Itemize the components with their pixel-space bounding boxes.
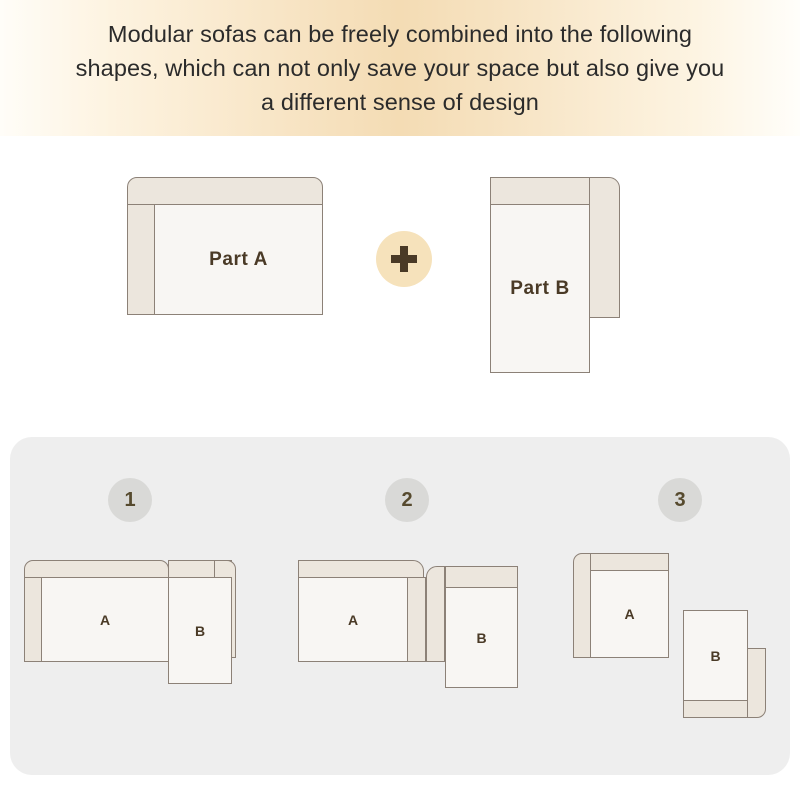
header-line-2: shapes, which can not only save your spa… — [75, 55, 725, 81]
config-number-badge-2: 2 — [385, 478, 429, 522]
plus-icon — [390, 245, 418, 273]
part-a-backrest — [127, 177, 323, 205]
part-a-seat — [154, 204, 323, 315]
config3-part-b-armrest — [747, 648, 766, 718]
config2-part-a-seat — [298, 577, 408, 662]
config3-part-a-label: A — [624, 606, 635, 622]
config3-part-b-seat — [683, 610, 748, 701]
config2-part-b-backrest — [445, 566, 518, 588]
header-line-3: a different sense of design — [261, 89, 539, 115]
part-b-label: Part B — [510, 277, 570, 299]
config1-part-b-label: B — [194, 622, 206, 639]
header-caption: Modular sofas can be freely combined int… — [0, 0, 800, 136]
config2-part-a-armrest — [407, 577, 426, 662]
configuration-3-diagram: A B — [573, 553, 766, 718]
part-b-backrest — [490, 177, 590, 205]
header-banner: Modular sofas can be freely combined int… — [0, 0, 800, 136]
config-number-badge-1: 1 — [108, 478, 152, 522]
part-b-armrest — [588, 177, 620, 318]
plus-combiner-badge — [376, 231, 432, 287]
part-b-diagram: Part B — [490, 177, 620, 373]
part-b-seat — [490, 204, 590, 373]
part-a-diagram: Part A — [127, 177, 323, 315]
config3-part-b-footrest — [683, 700, 748, 718]
config2-part-b-armrest — [426, 566, 445, 662]
config1-part-b-seat — [168, 577, 232, 684]
configuration-2-diagram: A B — [298, 560, 518, 688]
part-a-label: Part A — [209, 248, 268, 270]
config3-part-a-backrest — [590, 553, 669, 571]
config3-part-a-armrest — [573, 553, 591, 658]
config1-part-a-seat — [41, 577, 169, 662]
config2-part-b-seat — [445, 587, 518, 688]
config-number-badge-3: 3 — [658, 478, 702, 522]
config2-part-b-label: B — [476, 629, 487, 646]
config3-part-a-seat — [590, 570, 669, 658]
config1-part-a-armrest — [24, 577, 42, 662]
configuration-1-diagram: A B — [24, 560, 236, 686]
config2-part-a-label: A — [347, 611, 359, 628]
config3-part-b-label: B — [710, 647, 721, 664]
config1-part-a-backrest — [24, 560, 169, 578]
config1-part-a-label: A — [99, 611, 111, 628]
config2-part-a-backrest — [298, 560, 424, 578]
part-a-armrest — [127, 204, 155, 315]
header-line-1: Modular sofas can be freely combined int… — [107, 21, 693, 47]
